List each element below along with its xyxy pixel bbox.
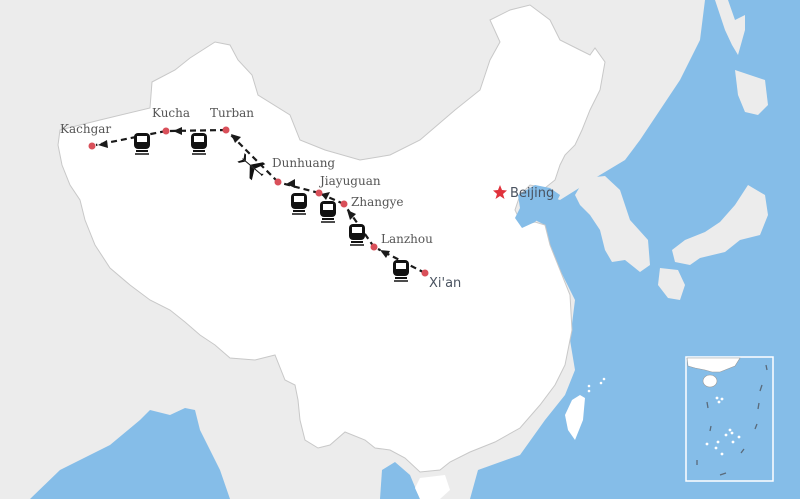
korea bbox=[575, 176, 650, 272]
train-icon bbox=[393, 260, 409, 282]
japan-honshu bbox=[672, 185, 768, 265]
taiwan bbox=[565, 395, 585, 440]
train-icon bbox=[349, 224, 365, 246]
inset-hainan bbox=[702, 374, 718, 388]
japan-kyushu bbox=[658, 268, 685, 300]
star-icon bbox=[493, 185, 507, 199]
city-dot-zhangye bbox=[340, 200, 348, 208]
east-china-sea-islets bbox=[587, 377, 606, 393]
arrow-icon bbox=[321, 192, 330, 200]
arrow-icon bbox=[380, 250, 390, 258]
city-label-turban: Turban bbox=[210, 106, 254, 120]
sakhalin bbox=[715, 0, 745, 55]
city-dot-turban bbox=[222, 126, 230, 134]
city-dot-lanzhou bbox=[370, 243, 378, 251]
city-dot-kachgar bbox=[88, 142, 96, 150]
arrow-icon bbox=[286, 179, 295, 188]
arrow-icon bbox=[347, 210, 356, 220]
arrow-icon bbox=[231, 134, 241, 143]
train-icon bbox=[134, 133, 150, 155]
city-label-xian: Xi'an bbox=[429, 276, 461, 291]
city-dot-xian bbox=[421, 269, 429, 277]
city-label-dunhuang: Dunhuang bbox=[272, 156, 335, 170]
train-icon bbox=[320, 201, 336, 223]
city-label-jiayuguan: Jiayuguan bbox=[318, 174, 381, 188]
inset-dash-lines bbox=[696, 364, 768, 476]
city-label-kachgar: Kachgar bbox=[60, 122, 111, 136]
airplane-icon bbox=[237, 153, 266, 181]
city-dot-kucha bbox=[162, 127, 170, 135]
arrow-icon bbox=[173, 127, 182, 135]
city-label-lanzhou: Lanzhou bbox=[381, 232, 433, 246]
city-label-kucha: Kucha bbox=[152, 106, 190, 120]
city-dot-dunhuang bbox=[274, 178, 282, 186]
train-icons bbox=[134, 133, 409, 282]
route-arrowheads bbox=[98, 127, 390, 258]
hainan bbox=[415, 475, 450, 499]
train-icon bbox=[291, 193, 307, 215]
city-label-zhangye: Zhangye bbox=[351, 195, 404, 209]
inset-islands bbox=[705, 396, 741, 456]
city-dots bbox=[88, 126, 429, 277]
japan-hokkaido bbox=[735, 70, 768, 115]
arrow-icon bbox=[98, 140, 108, 148]
capital-label-beijing: Beijing bbox=[510, 186, 554, 201]
bay-of-bengal bbox=[30, 408, 230, 499]
gulf-of-tonkin bbox=[380, 462, 420, 499]
bohai-sea bbox=[515, 185, 560, 228]
china-mainland bbox=[57, 4, 606, 473]
south-china-sea-inset bbox=[685, 356, 774, 482]
train-icon bbox=[191, 133, 207, 155]
city-dot-jiayuguan bbox=[315, 189, 323, 197]
inset-coastline bbox=[686, 357, 741, 373]
inset-frame bbox=[685, 356, 774, 482]
